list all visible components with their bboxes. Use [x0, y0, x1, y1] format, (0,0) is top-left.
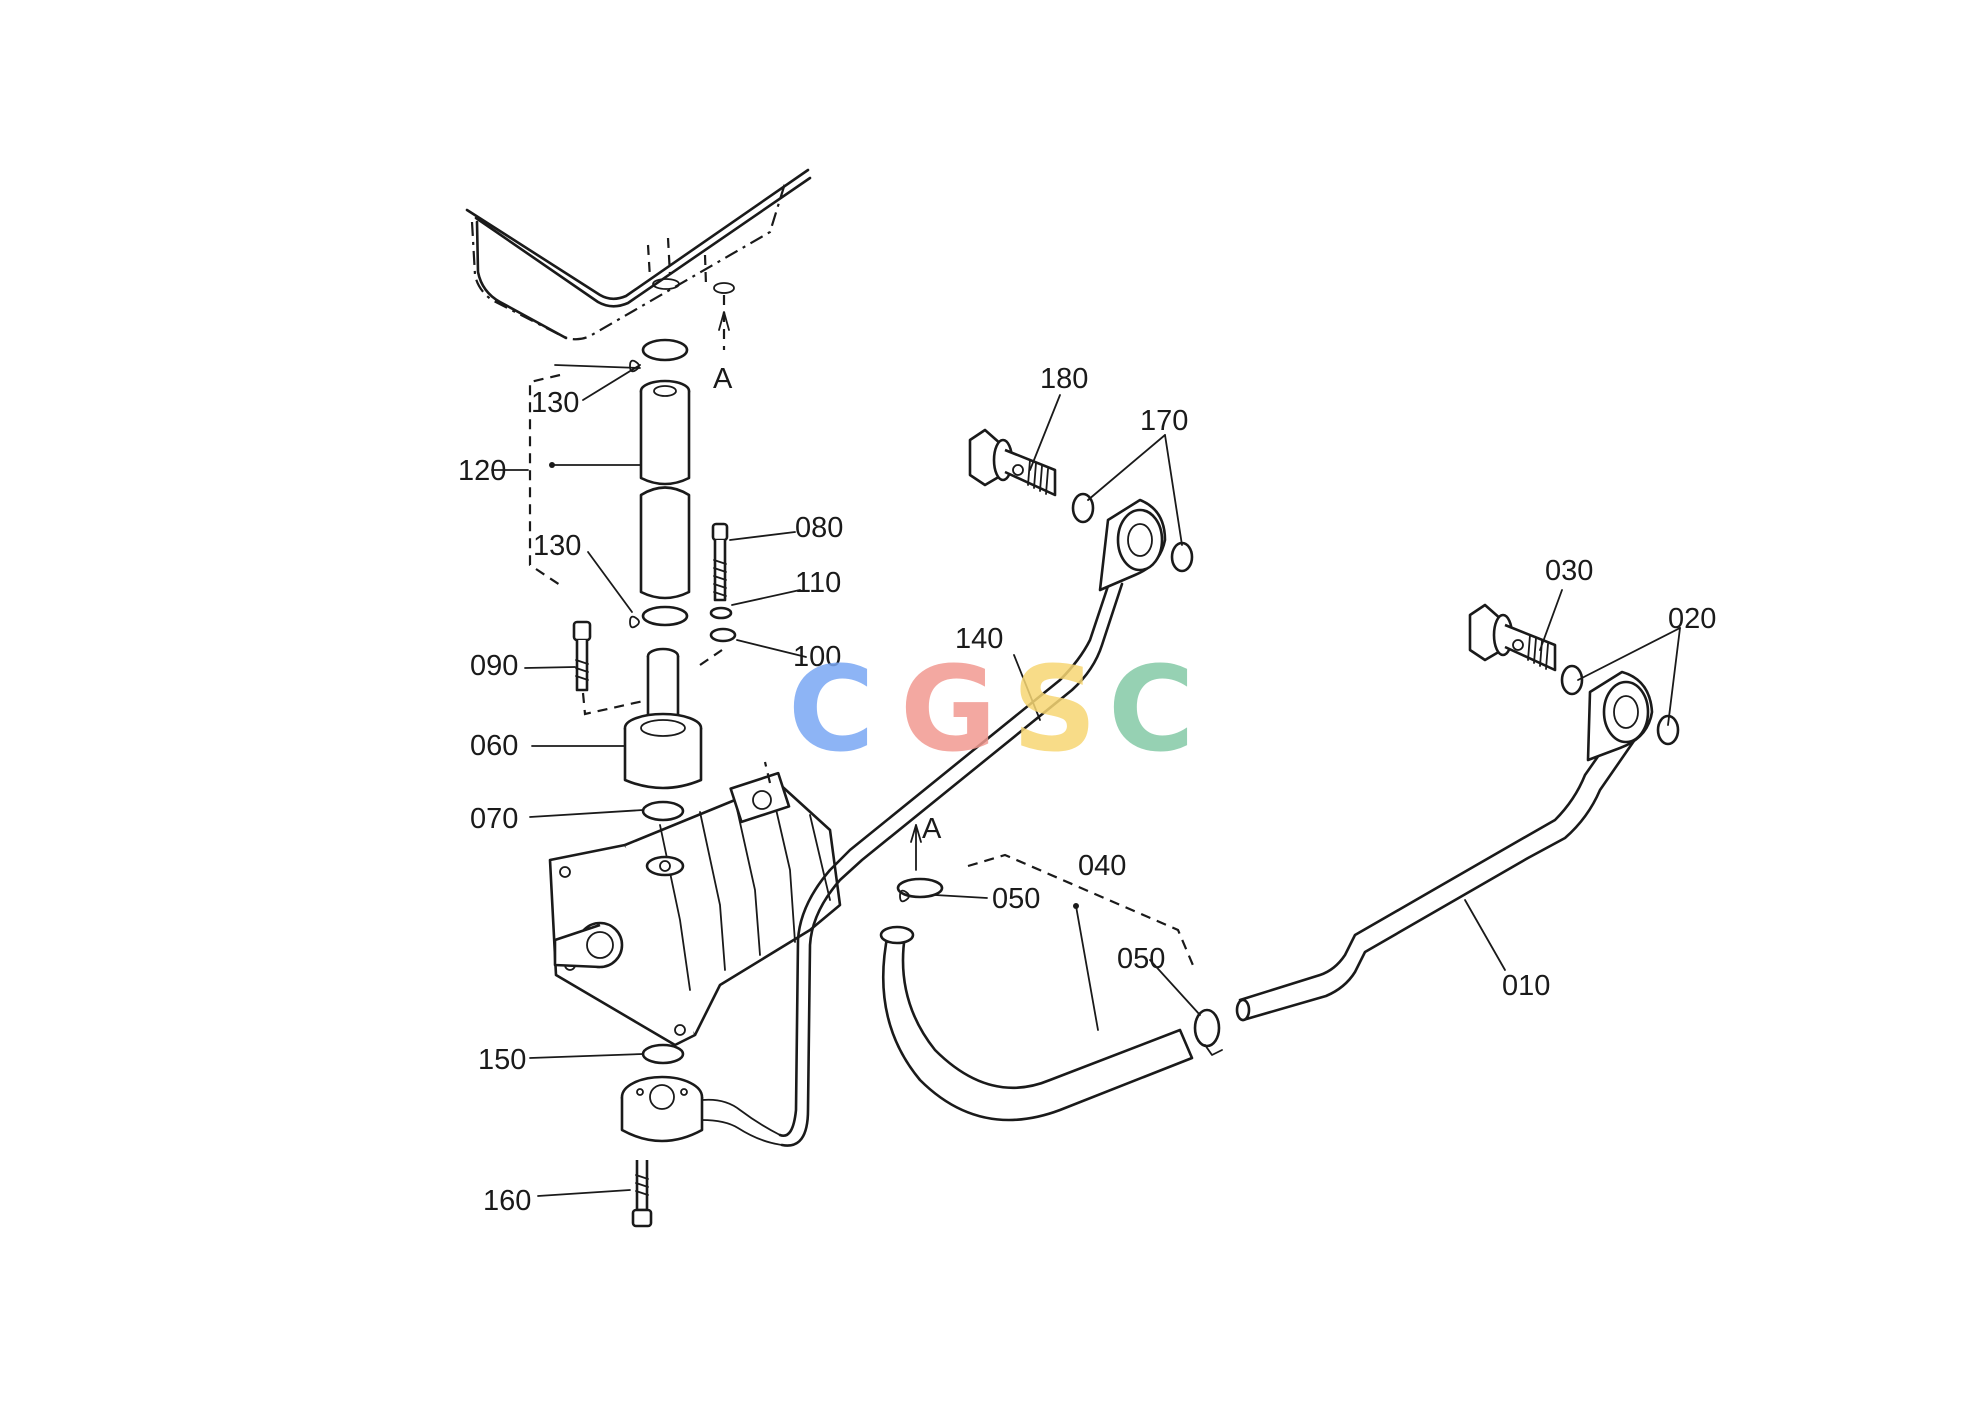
watermark-letter-2: G: [900, 640, 997, 778]
callout-020: 020: [1668, 603, 1716, 635]
fitting-060: [623, 647, 723, 790]
callout-070: 070: [470, 803, 518, 835]
callout-090: 090: [470, 650, 518, 682]
callout-130-mid: 130: [533, 530, 581, 562]
reference-a-mid-leader: [910, 824, 922, 871]
banjo-fitting-170: [1071, 492, 1194, 592]
callout-160: 160: [483, 1185, 531, 1217]
hose-assembly-040: [879, 853, 1223, 1122]
bolt-090: [572, 620, 649, 716]
callout-150: 150: [478, 1044, 526, 1076]
hollow-bolt-180: [968, 428, 1057, 497]
callout-010: 010: [1502, 970, 1550, 1002]
o-ring-150: [641, 1043, 685, 1065]
hose-assembly-120: [528, 338, 691, 629]
hydraulic-pump: [548, 761, 842, 1047]
callout-140: 140: [955, 623, 1003, 655]
watermark-letter-1: C: [788, 640, 875, 778]
washer-100: [709, 627, 737, 643]
banjo-fitting-020: [1560, 664, 1680, 762]
pipe-010: [1235, 723, 1638, 1022]
callout-100: 100: [793, 641, 841, 673]
o-ring-070: [641, 800, 685, 822]
reference-a-mid: A: [922, 813, 942, 845]
callout-060: 060: [470, 730, 518, 762]
callout-110: 110: [795, 567, 841, 599]
watermark-letter-3: S: [1012, 640, 1097, 778]
callout-040: 040: [1078, 850, 1126, 882]
callout-050-top: 050: [992, 883, 1040, 915]
callout-170: 170: [1140, 405, 1188, 437]
callout-130-top: 130: [531, 387, 579, 419]
hydraulic-tank: [465, 168, 812, 341]
watermark-letter-4: C: [1108, 640, 1195, 778]
reference-a-top: A: [713, 363, 733, 395]
pipe-140: [778, 578, 1124, 1147]
leader-lines: [491, 364, 1681, 1197]
hollow-bolt-030: [1468, 603, 1557, 672]
bolt-160: [631, 1160, 653, 1228]
callout-030: 030: [1545, 555, 1593, 587]
callout-120: 120: [458, 455, 506, 487]
callout-180: 180: [1040, 363, 1088, 395]
reference-a-top-leader: [718, 295, 730, 350]
callout-050-mid: 050: [1117, 943, 1165, 975]
flange-block-160: [620, 1075, 783, 1146]
watermark-logo: C G S C: [788, 640, 1195, 778]
bolt-080: [711, 522, 729, 602]
callout-080: 080: [795, 512, 843, 544]
washer-110: [709, 606, 733, 620]
